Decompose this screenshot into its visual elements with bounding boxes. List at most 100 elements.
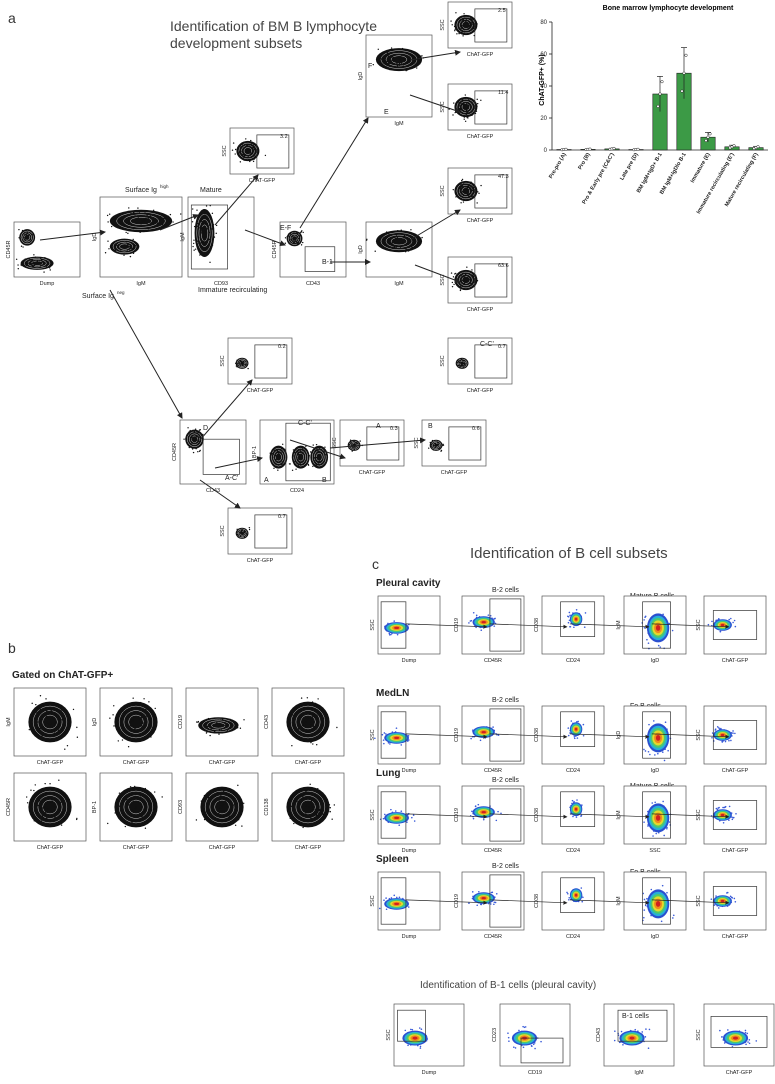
event-dot bbox=[311, 819, 313, 822]
event-dot bbox=[206, 239, 209, 242]
event-dot bbox=[33, 820, 35, 822]
event-dot bbox=[299, 235, 301, 237]
event-dot bbox=[297, 242, 299, 244]
y-axis-label: CD45R bbox=[272, 240, 278, 258]
event-dot bbox=[207, 218, 210, 220]
event-dot bbox=[197, 431, 199, 434]
event-dot bbox=[388, 62, 391, 65]
event-dot bbox=[732, 732, 734, 734]
event-dot bbox=[281, 463, 283, 466]
event-dot bbox=[711, 736, 713, 739]
density-level bbox=[655, 815, 661, 821]
event-dot bbox=[134, 727, 136, 730]
event-dot bbox=[724, 740, 727, 743]
event-dot bbox=[314, 460, 316, 462]
event-dot bbox=[237, 536, 240, 538]
event-dot bbox=[301, 230, 303, 232]
event-dot bbox=[226, 729, 229, 731]
contour-line bbox=[123, 214, 159, 228]
event-dot bbox=[122, 227, 124, 230]
event-dot bbox=[421, 55, 423, 57]
gate-box bbox=[560, 791, 596, 827]
event-dot bbox=[401, 54, 403, 57]
event-dot bbox=[319, 458, 321, 461]
event-dot bbox=[248, 145, 251, 148]
event-dot bbox=[37, 711, 40, 713]
event-dot bbox=[462, 18, 465, 21]
density-level bbox=[655, 735, 661, 741]
event-dot bbox=[463, 31, 465, 33]
a-top-label: A bbox=[376, 423, 381, 430]
event-dot bbox=[317, 461, 320, 463]
event-dot bbox=[513, 1046, 515, 1048]
gate-box bbox=[474, 344, 508, 379]
event-dot bbox=[248, 528, 251, 531]
event-dot bbox=[405, 69, 407, 72]
event-dot bbox=[50, 710, 53, 712]
event-dot bbox=[476, 280, 479, 282]
gate-box bbox=[448, 426, 482, 461]
event-dot bbox=[318, 466, 320, 469]
event-dot bbox=[470, 17, 472, 20]
x-axis-label: CD24 bbox=[290, 488, 304, 494]
event-dot bbox=[647, 750, 650, 753]
density-level bbox=[481, 810, 486, 814]
event-dot bbox=[643, 916, 645, 919]
event-dot bbox=[18, 237, 20, 239]
event-dot bbox=[352, 446, 354, 448]
event-dot bbox=[657, 752, 659, 755]
event-dot bbox=[129, 721, 131, 724]
event-dot bbox=[495, 819, 498, 822]
event-dot bbox=[208, 238, 211, 241]
event-dot bbox=[572, 815, 574, 818]
event-dot bbox=[461, 178, 464, 181]
x-axis-label: CD93 bbox=[214, 281, 228, 287]
event-dot bbox=[497, 810, 499, 813]
event-dot bbox=[60, 801, 62, 803]
x-tick-label: Pro (B) bbox=[577, 152, 591, 171]
event-dot bbox=[668, 622, 671, 625]
event-dot bbox=[416, 67, 418, 69]
gate-box bbox=[474, 8, 508, 43]
event-dot bbox=[60, 824, 63, 826]
event-dot bbox=[463, 104, 465, 106]
contour-line bbox=[290, 790, 326, 824]
event-dot bbox=[333, 804, 336, 806]
density-level bbox=[720, 733, 725, 737]
event-dot bbox=[734, 732, 736, 735]
event-dot bbox=[392, 56, 394, 59]
gating-arrow bbox=[651, 813, 730, 819]
contour-line bbox=[42, 799, 58, 815]
event-dot bbox=[349, 439, 352, 441]
gate-box bbox=[642, 791, 671, 839]
event-dot bbox=[209, 246, 212, 248]
y-axis-label: SSC bbox=[440, 185, 446, 196]
event-dot bbox=[322, 813, 324, 815]
event-dot bbox=[36, 260, 38, 263]
event-dot bbox=[456, 33, 458, 35]
event-dot bbox=[460, 107, 463, 110]
event-dot bbox=[119, 242, 122, 245]
event-dot bbox=[29, 259, 32, 261]
event-dot bbox=[141, 220, 143, 222]
event-dot bbox=[228, 815, 230, 817]
event-dot bbox=[723, 806, 725, 809]
contour-line bbox=[204, 790, 240, 824]
event-dot bbox=[137, 823, 139, 825]
event-dot bbox=[216, 726, 219, 728]
event-dot bbox=[461, 26, 464, 29]
event-dot bbox=[127, 816, 130, 818]
event-dot bbox=[458, 101, 460, 104]
event-dot bbox=[461, 362, 463, 364]
event-dot bbox=[197, 442, 200, 445]
event-dot bbox=[241, 143, 243, 146]
event-dot bbox=[40, 257, 42, 260]
event-dot bbox=[647, 825, 649, 827]
event-dot bbox=[210, 799, 212, 801]
event-dot bbox=[461, 16, 464, 18]
event-dot bbox=[659, 646, 662, 648]
event-dot bbox=[351, 450, 353, 452]
event-dot bbox=[141, 725, 143, 727]
